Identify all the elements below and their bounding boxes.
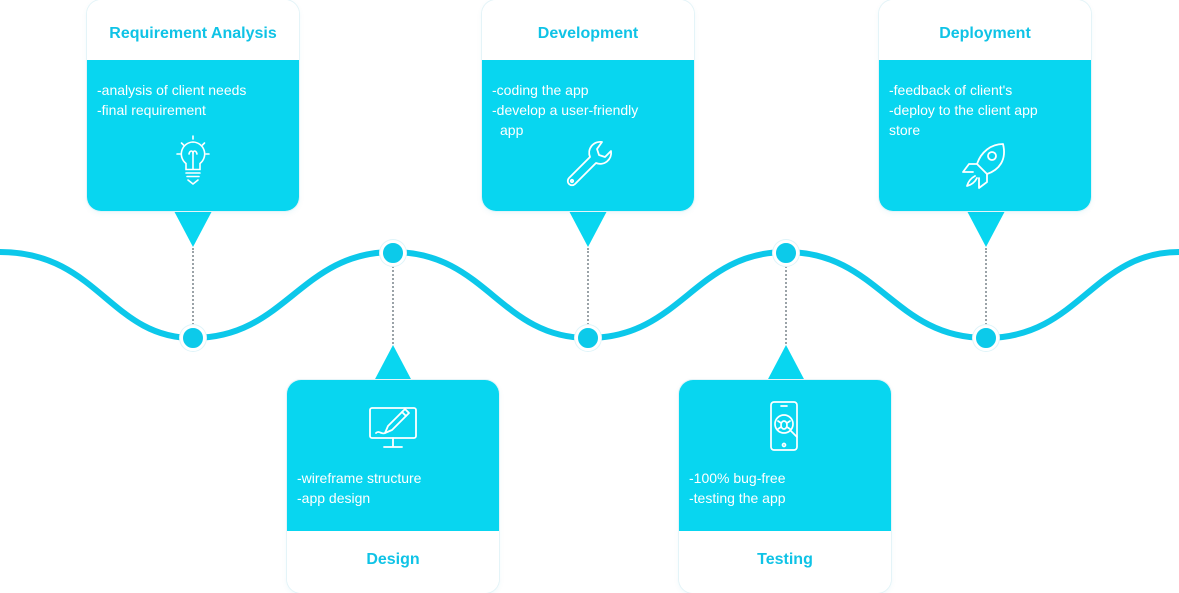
pointer-testing bbox=[767, 345, 805, 381]
wrench-icon bbox=[566, 140, 613, 187]
stage-title: Design bbox=[287, 531, 499, 593]
pointer-design bbox=[374, 345, 412, 381]
stage-line: -feedback of client's bbox=[889, 82, 1013, 98]
stage-title: Deployment bbox=[879, 0, 1091, 60]
stage-body: -wireframe structure -app design bbox=[287, 380, 499, 531]
stage-text: -100% bug-free -testing the app bbox=[689, 468, 786, 508]
stage-line: app bbox=[500, 122, 524, 138]
stage-line: -wireframe structure bbox=[297, 470, 422, 486]
stage-card-requirement: Requirement Analysis -analysis of client… bbox=[87, 0, 299, 211]
connector-deployment bbox=[985, 248, 987, 328]
stage-title: Development bbox=[482, 0, 694, 60]
timeline-dot-deployment bbox=[973, 325, 999, 351]
stage-body: -feedback of client's -deploy to the cli… bbox=[879, 60, 1091, 211]
connector-testing bbox=[785, 262, 787, 344]
stage-line: -analysis of client needs bbox=[97, 82, 247, 98]
stage-card-development: Development -coding the app -develop a u… bbox=[482, 0, 694, 211]
phone-bug-search-icon bbox=[770, 401, 798, 451]
stage-line: -develop a user-friendly bbox=[492, 102, 639, 118]
stage-line: -100% bug-free bbox=[689, 470, 786, 486]
stage-card-design: -wireframe structure -app design Design bbox=[287, 380, 499, 593]
timeline-dot-testing bbox=[773, 240, 799, 266]
timeline-dot-design bbox=[380, 240, 406, 266]
lightbulb-icon bbox=[176, 135, 210, 186]
stage-card-testing: -100% bug-free -testing the app Testing bbox=[679, 380, 891, 593]
stage-body: -coding the app -develop a user-friendly… bbox=[482, 60, 694, 211]
connector-requirement bbox=[192, 248, 194, 328]
connector-design bbox=[392, 262, 394, 344]
stage-line: -testing the app bbox=[689, 490, 786, 506]
stage-body: -100% bug-free -testing the app bbox=[679, 380, 891, 531]
stage-line: -coding the app bbox=[492, 82, 589, 98]
pointer-development bbox=[569, 211, 607, 247]
stage-title: Requirement Analysis bbox=[87, 0, 299, 60]
pointer-deployment bbox=[967, 211, 1005, 247]
timeline-dot-requirement bbox=[180, 325, 206, 351]
stage-card-deployment: Deployment -feedback of client's -deploy… bbox=[879, 0, 1091, 211]
monitor-pen-icon bbox=[369, 407, 417, 448]
stage-line: -final requirement bbox=[97, 102, 206, 118]
rocket-icon bbox=[962, 143, 1005, 189]
stage-line: -deploy to the client app bbox=[889, 102, 1038, 118]
stage-line: store bbox=[889, 122, 921, 138]
pointer-requirement bbox=[174, 211, 212, 247]
timeline-dot-development bbox=[575, 325, 601, 351]
connector-development bbox=[587, 248, 589, 328]
stage-title: Testing bbox=[679, 531, 891, 593]
stage-body: -analysis of client needs -final require… bbox=[87, 60, 299, 211]
stage-text: -wireframe structure -app design bbox=[297, 468, 421, 508]
stage-line: -app design bbox=[297, 490, 371, 506]
